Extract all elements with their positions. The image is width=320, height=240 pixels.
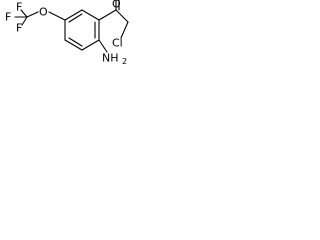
fluorine-label-left: F [5,11,11,24]
amine-label: NH [102,52,119,65]
atom-labels: F F F O O Cl NH 2 [5,0,127,66]
ring-bond-top-left [64,9,83,21]
ether-oxygen-label: O [39,6,48,19]
amine-subscript-label: 2 [122,57,127,66]
fluorine-label-bottom: F [16,22,22,35]
bond-ring-to-amine [98,39,108,53]
ring-double-bond-top [68,13,83,23]
benzene-ring [64,9,100,51]
bond-ether-oxygen-to-cf3 [26,11,39,18]
bond-carbonyl-to-ch2 [115,9,129,23]
ring-bond-top-right [81,9,100,21]
chlorine-label: Cl [112,37,123,50]
chemical-structure-diagram: F F F O O Cl NH 2 [5,0,129,66]
bond-ring-to-ether-oxygen [48,11,66,21]
ring-bond-bottom-left [64,39,83,51]
bond-ch2-to-chlorine [120,21,129,39]
ring-bond-bottom-right [81,39,100,51]
ring-double-bond-bottom [68,37,83,47]
carbonyl-oxygen-label: O [112,0,121,11]
bond-cf3-to-fluorine-bottom [21,16,28,26]
fluorine-label-top: F [16,1,22,14]
bond-ring-to-carbonyl [98,9,117,21]
substituent-bonds [14,0,129,53]
bond-cf3-to-fluorine-top [20,9,28,18]
